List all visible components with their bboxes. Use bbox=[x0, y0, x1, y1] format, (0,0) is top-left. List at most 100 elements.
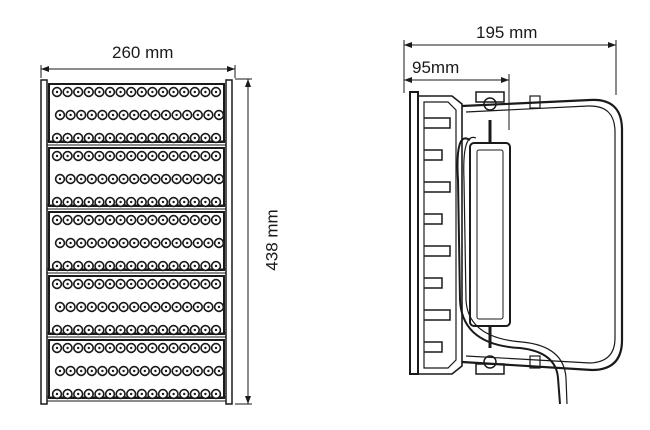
led-chip bbox=[196, 305, 199, 309]
led-chip bbox=[55, 200, 59, 204]
led-chip bbox=[151, 392, 154, 396]
led-chip bbox=[151, 90, 154, 94]
body-depth-dimension-line bbox=[404, 74, 510, 130]
led-chip bbox=[140, 90, 143, 94]
led-chip bbox=[119, 218, 122, 222]
led-chip bbox=[98, 392, 101, 396]
led-chip bbox=[183, 136, 186, 140]
led-chip bbox=[98, 200, 101, 204]
led-chip bbox=[80, 369, 83, 373]
led-module bbox=[46, 339, 227, 402]
led-chip bbox=[90, 369, 94, 373]
led-chip bbox=[143, 241, 146, 245]
led-chip bbox=[193, 218, 196, 222]
led-chip bbox=[204, 328, 207, 332]
led-chip bbox=[161, 200, 165, 204]
led-chip bbox=[80, 113, 83, 117]
led-chip bbox=[161, 392, 165, 396]
led-chip bbox=[214, 136, 218, 140]
led-chip bbox=[111, 241, 115, 245]
led-chip bbox=[55, 346, 59, 350]
mounting-bracket bbox=[461, 91, 624, 375]
led-chip bbox=[175, 305, 178, 309]
led-chip bbox=[140, 200, 143, 204]
led-chip bbox=[55, 90, 59, 94]
led-chip bbox=[77, 392, 80, 396]
led-chip bbox=[186, 113, 189, 117]
led-chip bbox=[80, 241, 83, 245]
led-chip bbox=[119, 200, 122, 204]
led-chip bbox=[172, 346, 175, 350]
led-chip bbox=[98, 136, 101, 140]
led-chip bbox=[69, 113, 72, 117]
led-chip bbox=[130, 218, 133, 222]
led-chip bbox=[90, 113, 94, 117]
led-chip bbox=[204, 392, 207, 396]
front-view bbox=[40, 65, 252, 405]
led-chip bbox=[193, 328, 196, 332]
led-chip bbox=[69, 305, 72, 309]
led-chip bbox=[66, 154, 69, 158]
led-chip bbox=[87, 154, 91, 158]
led-chip bbox=[183, 200, 186, 204]
heat-sink-fin bbox=[424, 245, 451, 257]
led-chip bbox=[183, 392, 186, 396]
led-chip bbox=[172, 282, 175, 286]
height-dimension-line bbox=[235, 78, 252, 405]
side-view bbox=[403, 40, 624, 405]
led-chip bbox=[214, 282, 218, 286]
led-chip bbox=[161, 346, 165, 350]
led-chip bbox=[217, 113, 221, 117]
led-chip bbox=[207, 113, 210, 117]
led-chip bbox=[77, 282, 80, 286]
led-chip bbox=[161, 154, 165, 158]
led-chip bbox=[207, 305, 210, 309]
led-chip bbox=[87, 90, 91, 94]
led-chip bbox=[122, 305, 125, 309]
led-chip bbox=[101, 241, 104, 245]
led-chip bbox=[58, 369, 62, 373]
led-module bbox=[46, 211, 227, 274]
led-chip bbox=[87, 392, 91, 396]
heat-sink-fin bbox=[424, 309, 451, 321]
led-chip bbox=[130, 90, 133, 94]
led-chip bbox=[98, 218, 101, 222]
led-chip bbox=[193, 264, 196, 268]
led-chip bbox=[161, 282, 165, 286]
led-chip bbox=[175, 113, 178, 117]
led-chip bbox=[58, 305, 62, 309]
led-chip bbox=[122, 369, 125, 373]
led-chip bbox=[66, 218, 69, 222]
led-chip bbox=[204, 136, 207, 140]
led-chip bbox=[193, 346, 196, 350]
led-chip bbox=[66, 90, 69, 94]
heat-sink-fin bbox=[424, 277, 443, 289]
led-chip bbox=[196, 113, 199, 117]
led-chip bbox=[98, 282, 101, 286]
led-chip bbox=[108, 282, 112, 286]
led-chip bbox=[98, 264, 101, 268]
led-chip bbox=[55, 136, 59, 140]
led-chip bbox=[77, 90, 80, 94]
led-chip bbox=[58, 241, 62, 245]
led-chip bbox=[140, 264, 143, 268]
led-chip bbox=[172, 200, 175, 204]
led-chip bbox=[119, 264, 122, 268]
led-chip bbox=[154, 305, 157, 309]
led-chip bbox=[193, 136, 196, 140]
led-chip bbox=[133, 305, 136, 309]
led-chip bbox=[196, 177, 199, 181]
led-chip bbox=[80, 177, 83, 181]
led-chip bbox=[164, 305, 168, 309]
led-chip bbox=[98, 90, 101, 94]
height-label: 438 mm bbox=[262, 209, 282, 271]
led-chip bbox=[151, 282, 154, 286]
led-chip bbox=[164, 113, 168, 117]
led-module bbox=[46, 83, 227, 146]
led-chip bbox=[119, 392, 122, 396]
led-chip bbox=[133, 177, 136, 181]
led-chip bbox=[214, 90, 218, 94]
led-chip bbox=[66, 392, 69, 396]
led-chip bbox=[151, 154, 154, 158]
led-chip bbox=[217, 305, 221, 309]
